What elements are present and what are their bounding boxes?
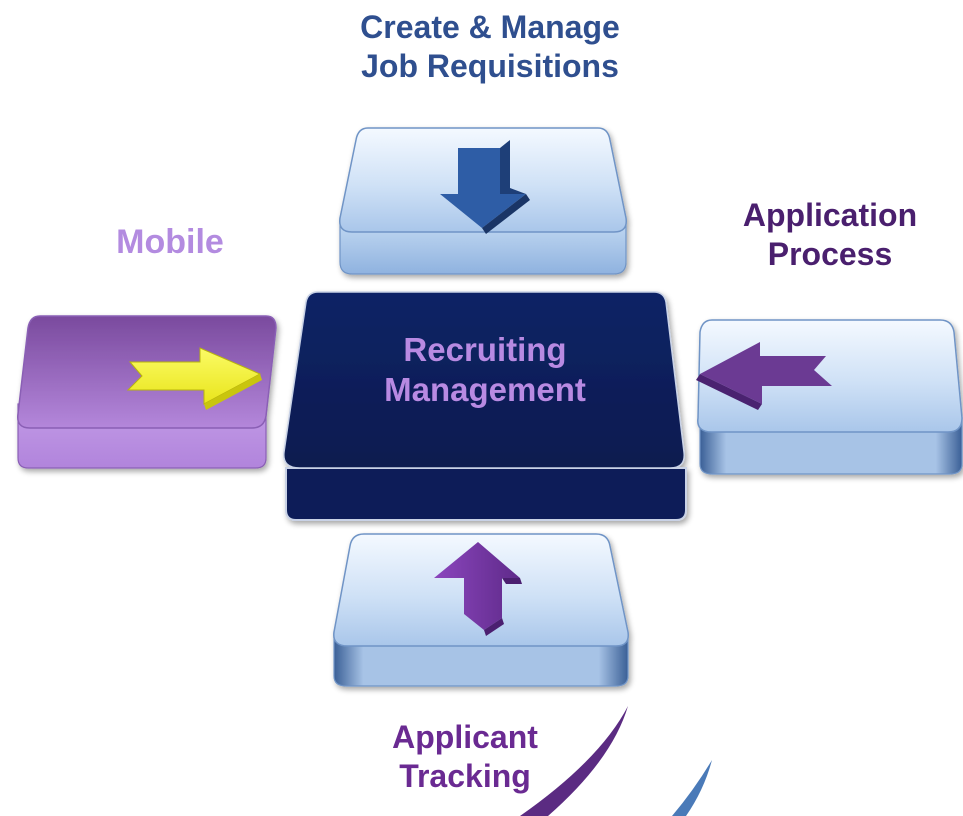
top-label-line2: Job Requisitions <box>361 48 619 85</box>
center-label: Recruiting Management <box>320 330 650 411</box>
application-label-line2: Process <box>767 236 893 273</box>
up-arrow-icon <box>434 542 522 636</box>
right-arrow-icon <box>126 347 262 410</box>
left-arrow-icon <box>696 342 832 410</box>
center-label-line2: Management <box>384 371 586 409</box>
mobile-label-line1: Mobile <box>116 223 224 261</box>
application-label: Application Process <box>700 196 960 274</box>
top-label: Create & Manage Job Requisitions <box>300 8 680 86</box>
application-block <box>697 319 963 475</box>
decorative-swoosh <box>520 706 712 816</box>
application-label-line1: Application <box>742 197 918 233</box>
tracking-label-line2: Tracking <box>399 758 531 795</box>
tracking-label: Applicant Tracking <box>360 718 570 796</box>
top-block <box>339 127 627 275</box>
tracking-label-line1: Applicant <box>392 719 538 755</box>
top-label-line1: Create & Manage <box>360 9 620 45</box>
down-arrow-icon <box>440 140 530 234</box>
mobile-label: Mobile <box>60 222 280 263</box>
center-label-line1: Recruiting <box>403 331 567 368</box>
center-block <box>283 291 687 521</box>
